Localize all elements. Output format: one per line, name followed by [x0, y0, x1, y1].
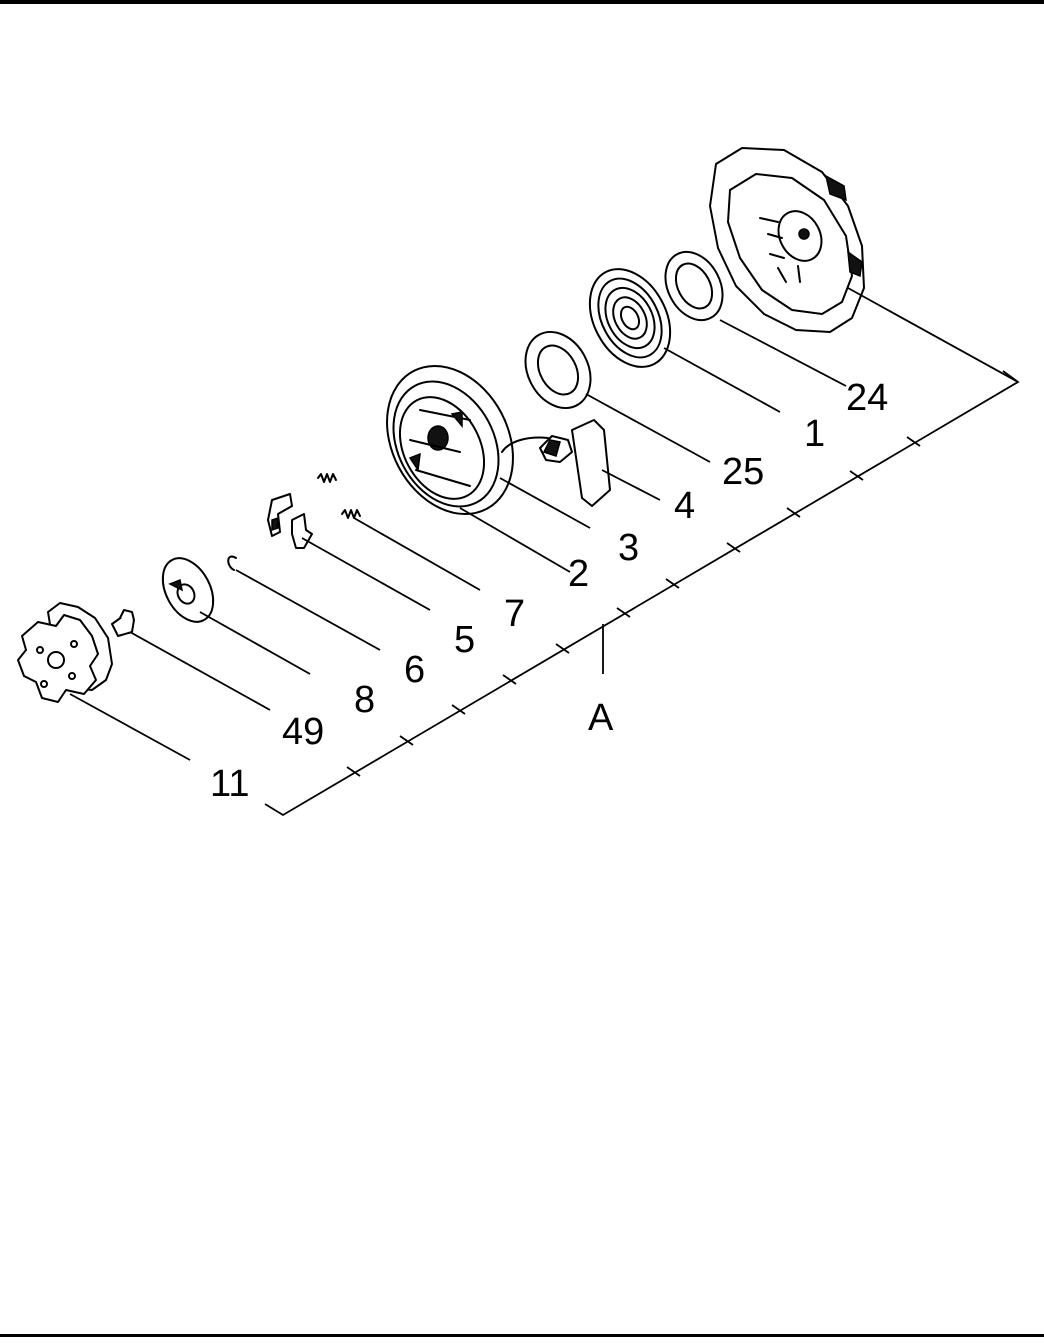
callout-8: 8 [354, 679, 375, 721]
callout-4: 4 [674, 485, 695, 527]
part-4-handle [540, 420, 660, 506]
callout-3: 3 [618, 527, 639, 569]
assembly-baseline [265, 371, 1018, 815]
part-11-drive-hub [18, 603, 190, 760]
callout-6: 6 [404, 649, 425, 691]
callout-5: 5 [454, 619, 475, 661]
starter-housing [710, 148, 1018, 386]
callout-25: 25 [722, 451, 764, 493]
part-6-clip [228, 557, 380, 650]
callout-11: 11 [210, 763, 249, 805]
callout-1: 1 [804, 413, 825, 455]
part-49-screw [112, 610, 270, 710]
callout-2: 2 [568, 553, 589, 595]
part-5-pawls [268, 494, 430, 610]
assembly-label: A [588, 697, 614, 739]
callout-7: 7 [504, 593, 525, 635]
callout-49: 49 [282, 711, 324, 753]
callout-24: 24 [846, 377, 888, 419]
